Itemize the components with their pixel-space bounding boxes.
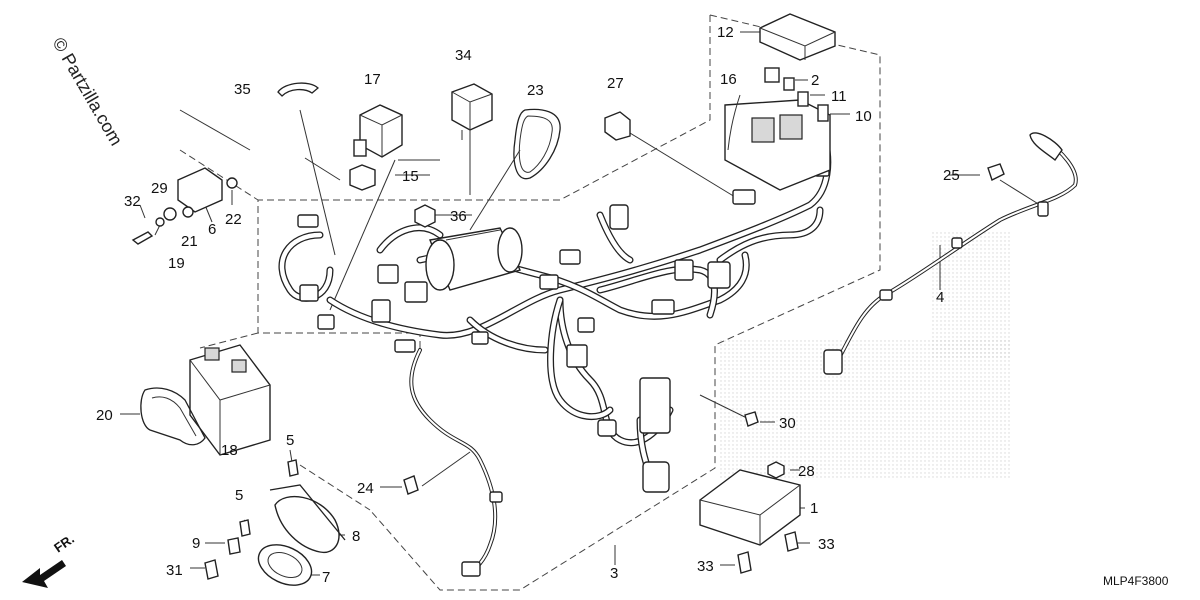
clip-25 — [987, 163, 1005, 181]
callout-5a: 5 — [286, 432, 294, 449]
callout-27: 27 — [607, 75, 624, 92]
fuse-box-body — [724, 94, 831, 191]
callout-32: 32 — [124, 193, 141, 210]
callout-21: 21 — [181, 233, 198, 250]
callout-23: 23 — [527, 82, 544, 99]
arrow-fr-icon — [22, 560, 66, 588]
callout-25: 25 — [943, 167, 960, 184]
callout-29: 29 — [151, 180, 168, 197]
callout-4: 4 — [936, 289, 944, 306]
callout-34: 34 — [455, 47, 472, 64]
connector-27 — [604, 111, 631, 141]
callout-15: 15 — [402, 168, 419, 185]
relay-34 — [451, 83, 493, 142]
callout-33b: 33 — [697, 558, 714, 575]
callout-36: 36 — [450, 208, 467, 225]
reference-code: MLP4F3800 — [1103, 574, 1169, 588]
leader-lines — [120, 31, 1041, 576]
callout-9: 9 — [192, 535, 200, 552]
block-36 — [414, 204, 436, 228]
sub-harness-4 — [823, 132, 1078, 375]
callout-22: 22 — [225, 211, 242, 228]
callout-5b: 5 — [235, 487, 243, 504]
nut-28 — [767, 461, 785, 479]
direction-label: FR. — [51, 531, 77, 555]
fuses — [764, 67, 829, 122]
callout-labels: 1 2 3 4 5 5 6 7 8 9 10 11 12 15 16 17 18… — [96, 24, 960, 586]
callout-33a: 33 — [818, 536, 835, 553]
callout-12: 12 — [717, 24, 734, 41]
dotted-shading — [720, 230, 1010, 480]
watermark-text: © Partzilla.com — [49, 34, 127, 149]
callout-31: 31 — [166, 562, 183, 579]
callout-20: 20 — [96, 407, 113, 424]
callout-19: 19 — [168, 255, 185, 272]
callout-1: 1 — [810, 500, 818, 517]
callout-17: 17 — [364, 71, 381, 88]
band-23 — [513, 108, 561, 180]
horn-assembly — [204, 459, 346, 586]
callout-30: 30 — [779, 415, 796, 432]
bracket-20 — [140, 387, 206, 446]
harness-canister — [425, 227, 523, 291]
callout-24: 24 — [357, 480, 374, 497]
callout-28: 28 — [798, 463, 815, 480]
harness-connectors — [297, 149, 830, 577]
band-35 — [277, 82, 319, 97]
fuse-box-cover — [759, 13, 836, 61]
callout-3: 3 — [610, 565, 618, 582]
callout-2: 2 — [811, 72, 819, 89]
relay-15 — [349, 164, 376, 191]
callout-6: 6 — [208, 221, 216, 238]
bolts-33 — [737, 531, 799, 574]
callout-11: 11 — [831, 88, 847, 105]
callout-8: 8 — [352, 528, 360, 545]
regulator-1 — [699, 469, 801, 546]
callout-10: 10 — [855, 108, 872, 125]
bolt-30 — [744, 411, 759, 427]
callout-16: 16 — [720, 71, 737, 88]
lower-wire-branch — [409, 348, 498, 574]
relay-17 — [353, 104, 403, 158]
clip-24 — [403, 475, 419, 495]
callout-7: 7 — [322, 569, 330, 586]
ecu-18 — [189, 344, 271, 456]
callout-35: 35 — [234, 81, 251, 98]
sensor-6 — [131, 167, 238, 245]
callout-18: 18 — [221, 442, 238, 459]
